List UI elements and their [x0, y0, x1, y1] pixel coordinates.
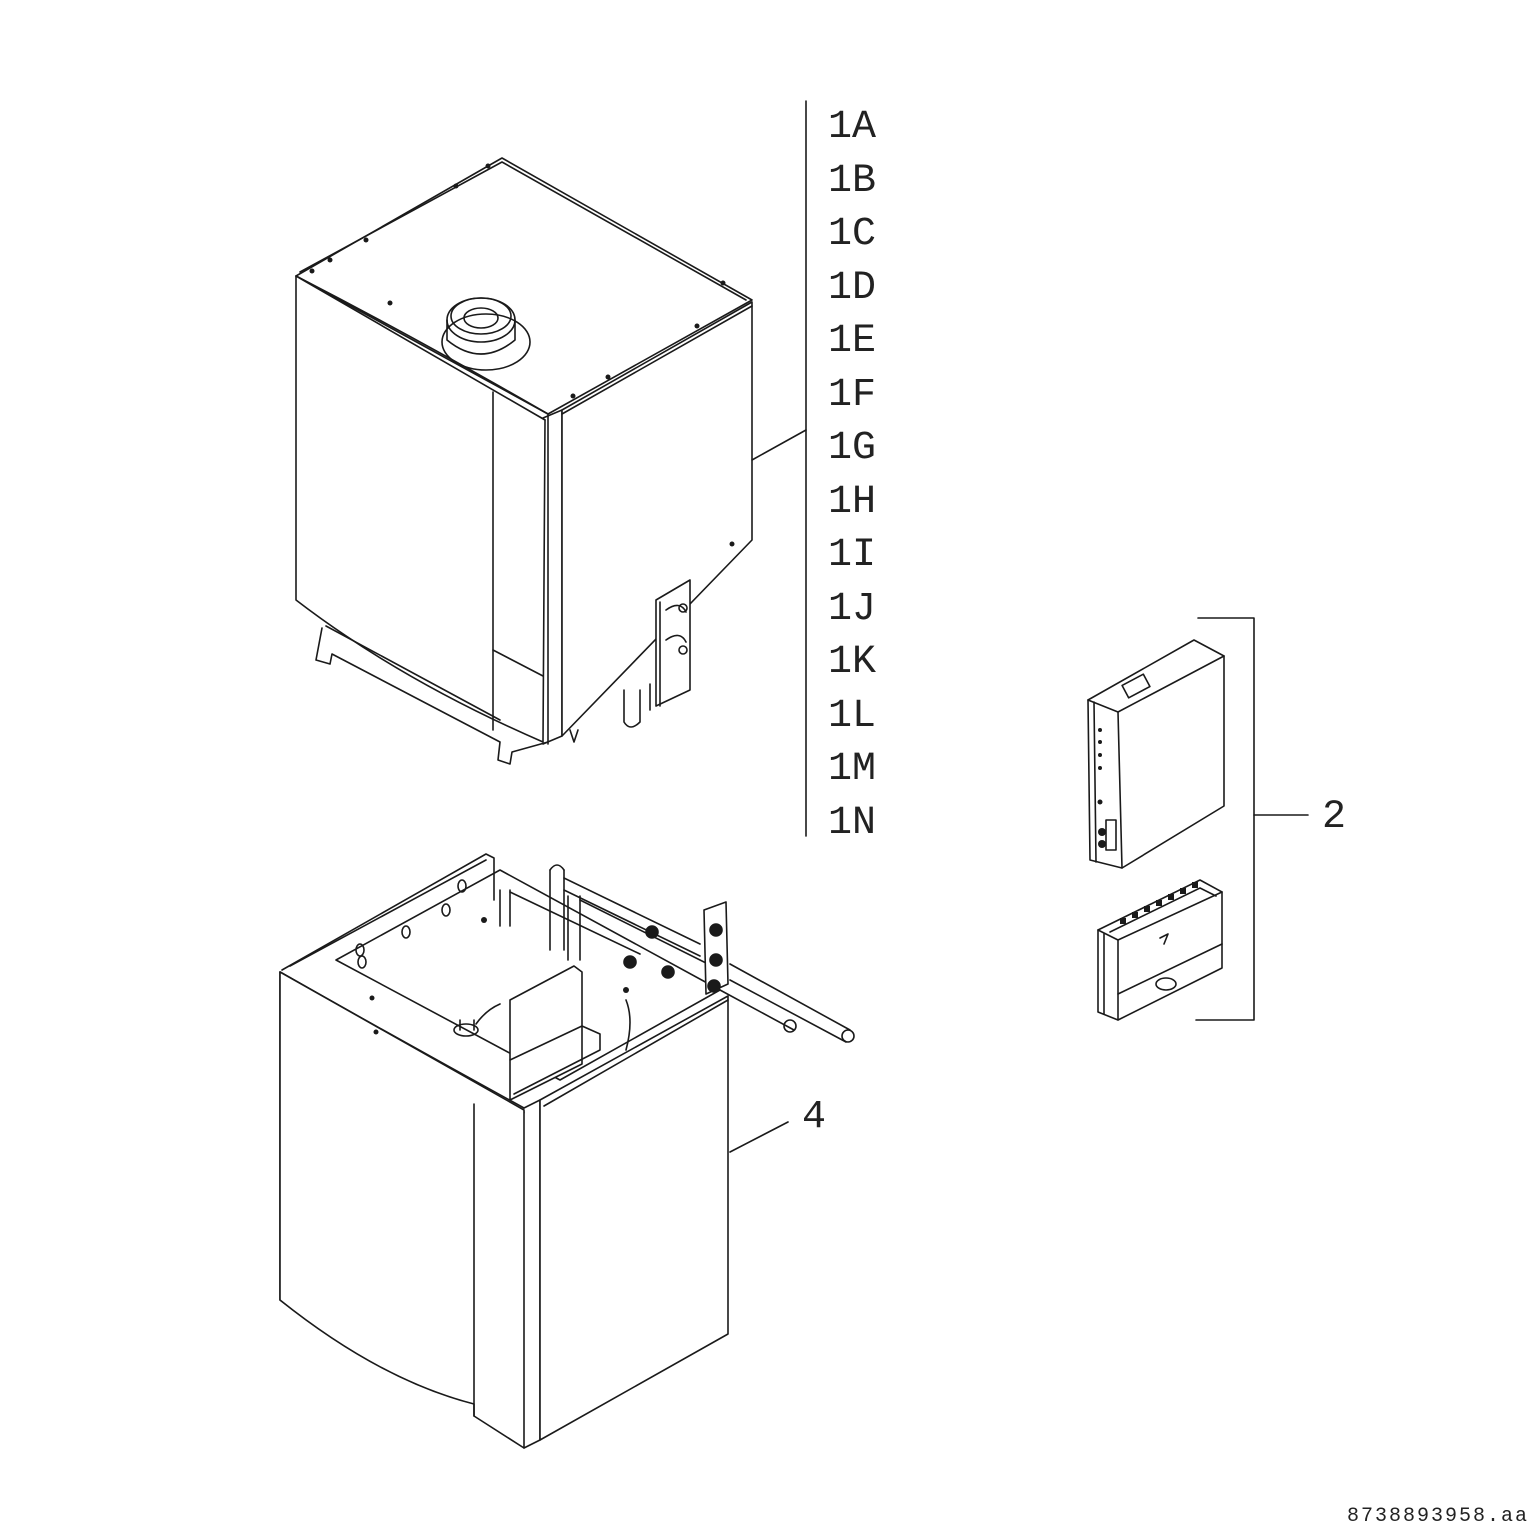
boiler-unit — [296, 158, 752, 764]
callout-4-label: 4 — [802, 1095, 828, 1140]
callout-1F: 1F — [828, 373, 877, 418]
base-cabinet — [280, 854, 854, 1448]
callout-1H: 1H — [828, 480, 877, 525]
controller-modules — [1088, 640, 1224, 1020]
callout-1J: 1J — [828, 587, 877, 632]
callout-1-leader — [752, 430, 806, 460]
callout-2-label: 2 — [1322, 795, 1348, 840]
callout-1C: 1C — [828, 212, 877, 257]
callout-1I: 1I — [828, 533, 877, 578]
callout-1A: 1A — [828, 105, 877, 150]
callout-1G: 1G — [828, 426, 877, 471]
callout-1M: 1M — [828, 747, 877, 792]
document-id: 8738893958.aa — [1346, 1505, 1529, 1528]
callout-4-leader — [730, 1122, 788, 1152]
callout-2-bracket — [1196, 618, 1254, 1020]
callout-1K: 1K — [828, 640, 877, 685]
callout-1D: 1D — [828, 266, 877, 311]
callout-1B: 1B — [828, 159, 877, 204]
callout-1N: 1N — [828, 801, 877, 846]
callout-1E: 1E — [828, 319, 877, 364]
callout-1L: 1L — [828, 694, 877, 739]
